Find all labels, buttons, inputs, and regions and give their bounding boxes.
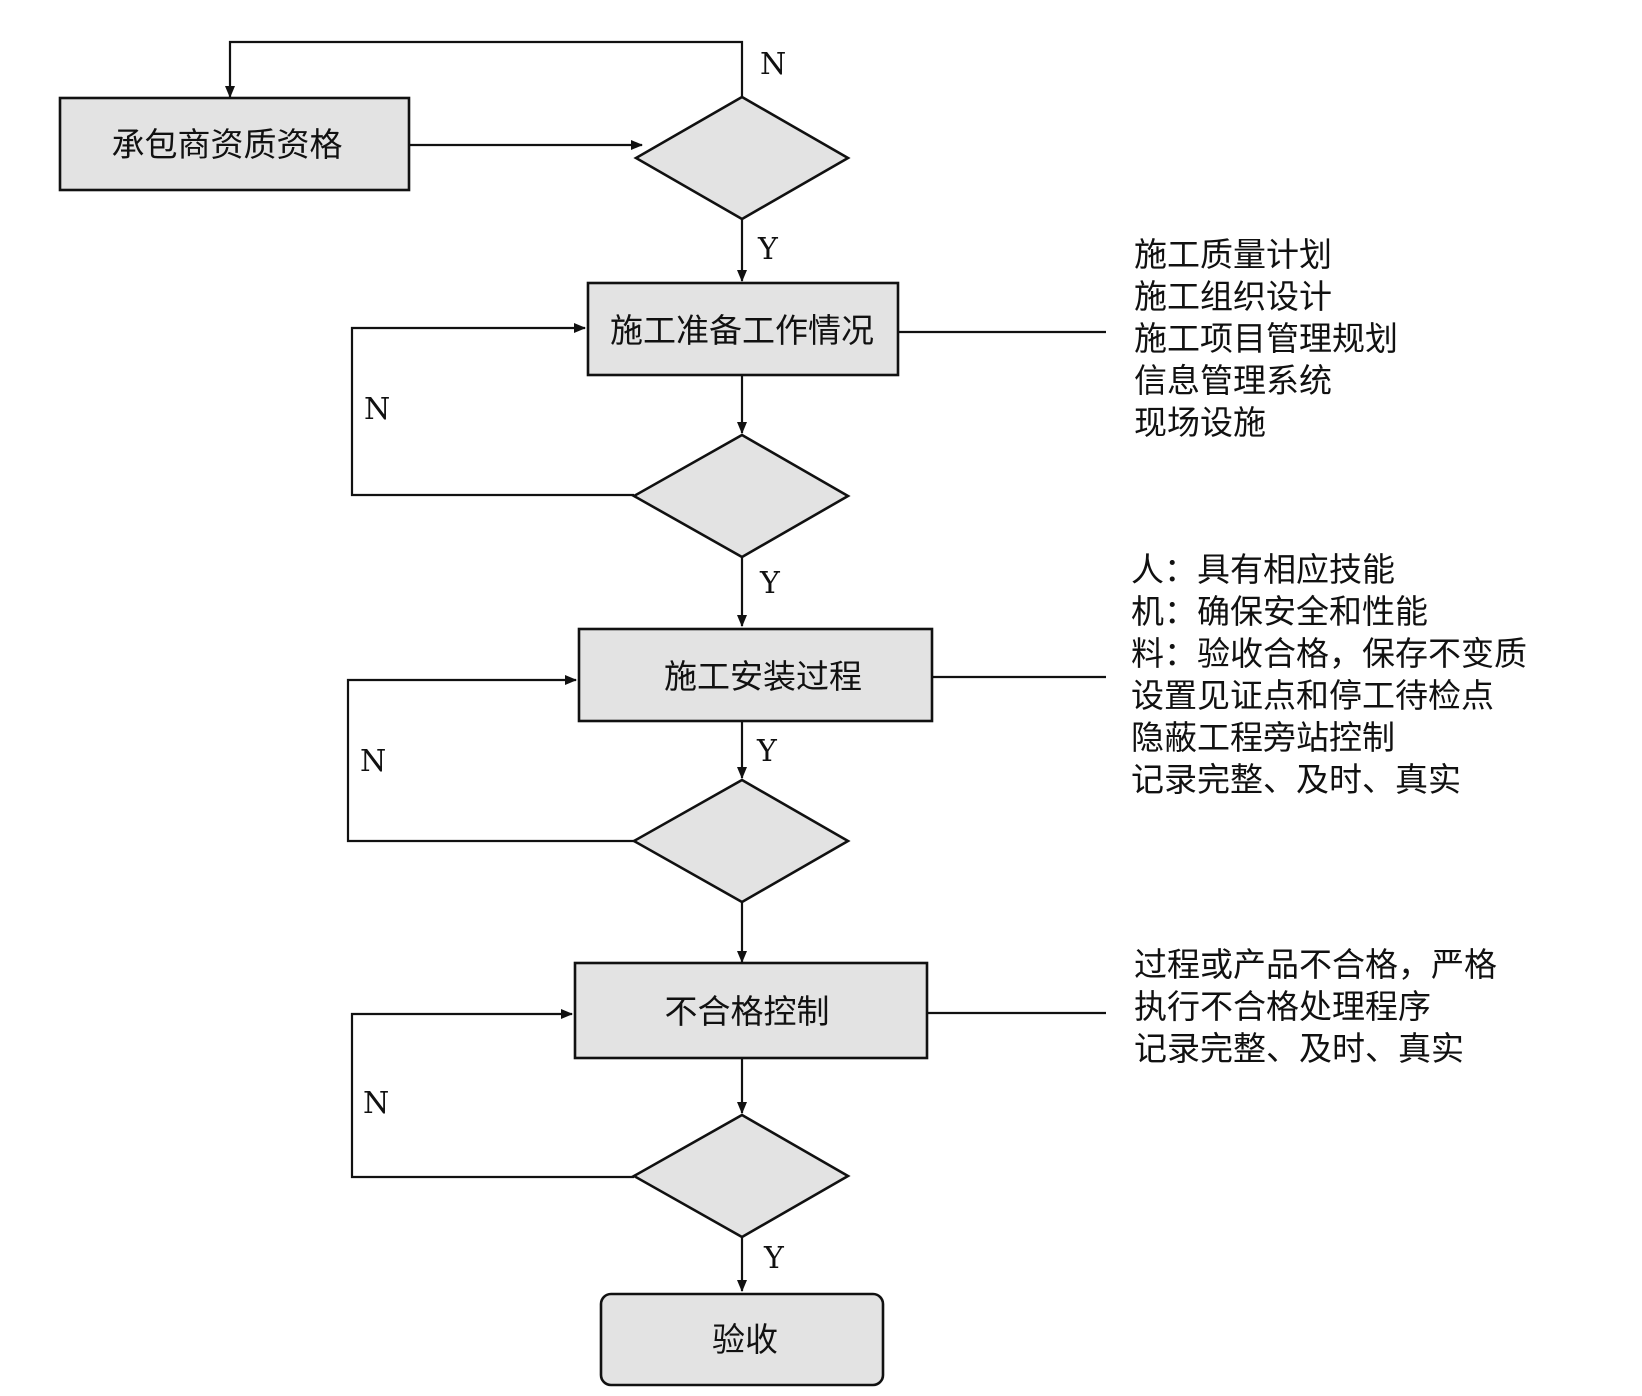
prep-no-label: N (364, 392, 390, 427)
qualification-label: 承包商资质资格 (112, 125, 343, 164)
acceptance-label: 验收 (712, 1320, 778, 1359)
acceptance-box (599, 1292, 885, 1387)
preparation-box (586, 281, 900, 377)
nonconformance-decision-diamond (631, 1113, 851, 1239)
install-no-loop-connector (346, 675, 634, 843)
prep-no-loop-connector (350, 323, 634, 497)
preparation-note-line: 施工质量计划 (1134, 235, 1332, 274)
nonconformance-box (573, 961, 929, 1060)
top-no-loop-connector (225, 40, 744, 98)
prep-yes-label: Y (759, 566, 781, 601)
installation-note-line: 记录完整、及时、真实 (1131, 760, 1461, 799)
preparation-note-line: 施工组织设计 (1134, 277, 1332, 316)
preparation-label: 施工准备工作情况 (610, 311, 874, 350)
nonconf-no-label: N (363, 1086, 389, 1121)
preparation-note-line: 信息管理系统 (1134, 361, 1332, 400)
preparation-note-line: 现场设施 (1134, 403, 1266, 442)
qualification-box (58, 96, 411, 192)
preparation-decision-diamond (631, 433, 851, 559)
installation-note-line: 设置见证点和停工待检点 (1131, 676, 1494, 715)
installation-note-line: 人：具有相应技能 (1131, 550, 1395, 589)
installation-box (577, 627, 934, 723)
nonconf-no-loop-connector (350, 1009, 634, 1179)
installation-note-line: 机：确保安全和性能 (1131, 592, 1428, 631)
installation-label: 施工安装过程 (664, 657, 862, 696)
install-no-label: N (360, 744, 386, 779)
nonconformance-notes: 过程或产品不合格，严格 执行不合格处理程序 记录完整、及时、真实 (1134, 944, 1497, 1070)
preparation-notes: 施工质量计划 施工组织设计 施工项目管理规划 信息管理系统 现场设施 (1134, 234, 1398, 444)
installation-note-line: 隐蔽工程旁站控制 (1131, 718, 1395, 757)
installation-decision-diamond (631, 778, 851, 904)
top-yes-label: Y (757, 232, 779, 267)
nonconformance-note-line: 执行不合格处理程序 (1134, 987, 1431, 1026)
install-yes-label: Y (756, 734, 778, 769)
nonconformance-note-line: 过程或产品不合格，严格 (1134, 945, 1497, 984)
nonconformance-note-line: 记录完整、及时、真实 (1134, 1029, 1464, 1068)
qualification-decision-diamond (633, 95, 851, 221)
nonconformance-label: 不合格控制 (665, 992, 830, 1031)
installation-notes: 人：具有相应技能 机：确保安全和性能 料：验收合格，保存不变质 设置见证点和停工… (1131, 549, 1527, 801)
top-no-label: N (760, 47, 786, 82)
preparation-note-line: 施工项目管理规划 (1134, 319, 1398, 358)
installation-note-line: 料：验收合格，保存不变质 (1131, 634, 1527, 673)
nonconf-yes-label: Y (763, 1241, 785, 1276)
